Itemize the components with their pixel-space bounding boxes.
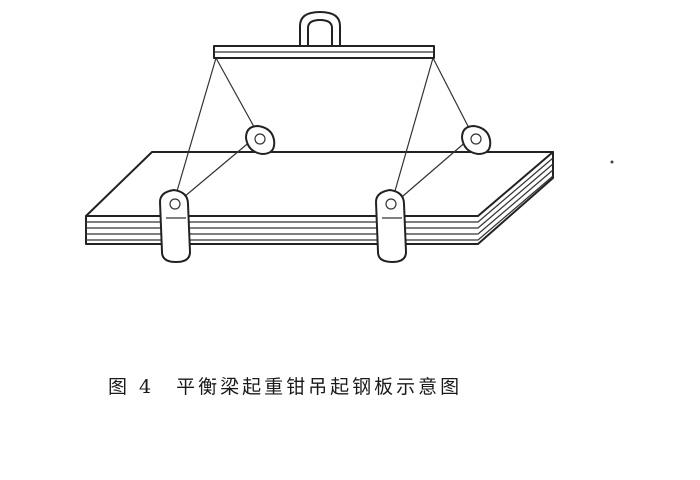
stray-dot xyxy=(610,160,614,164)
balance-beam xyxy=(213,11,435,59)
back-clamp-left xyxy=(245,125,276,155)
sling-ropes xyxy=(174,57,473,203)
figure-caption: 图 4 平衡梁起重钳吊起钢板示意图 xyxy=(108,372,462,399)
figure-number: 图 4 xyxy=(108,376,155,398)
front-clamp-left xyxy=(159,189,191,263)
figure-title: 平衡梁起重钳吊起钢板示意图 xyxy=(176,376,463,398)
steel-plate-stack xyxy=(85,151,554,245)
back-clamp-right xyxy=(461,125,492,155)
front-clamp-right xyxy=(375,189,407,263)
